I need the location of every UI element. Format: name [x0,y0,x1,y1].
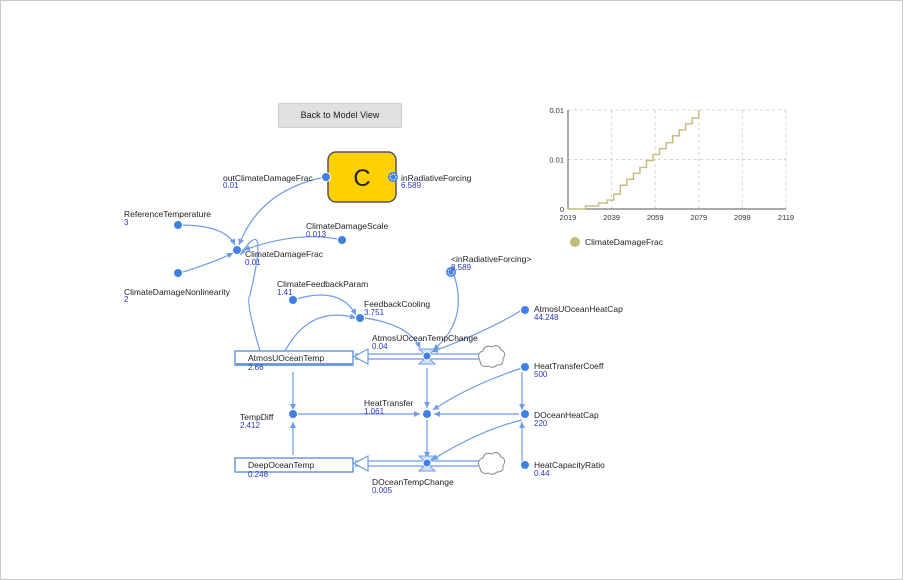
svg-text:HeatTransfer: HeatTransfer [364,398,413,408]
svg-text:1.061: 1.061 [364,407,385,416]
node-heat-transfer-coeff[interactable]: HeatTransferCoeff 500 [520,361,605,379]
svg-text:ClimateDamageNonlinearity: ClimateDamageNonlinearity [124,287,231,297]
svg-text:<inRadiativeForcing>: <inRadiativeForcing> [451,254,531,264]
svg-text:220: 220 [534,419,548,428]
legend-label: ClimateDamageFrac [585,237,664,247]
x-tick-label: 2119 [778,213,794,222]
svg-text:0.04: 0.04 [372,342,388,351]
svg-text:outClimateDamageFrac: outClimateDamageFrac [223,173,314,183]
back-to-model-view-button[interactable]: Back to Model View [278,103,402,128]
svg-text:2: 2 [124,295,129,304]
svg-text:DOceanHeatCap: DOceanHeatCap [534,410,599,420]
node-temp-diff[interactable]: TempDiff 2.412 [240,409,298,431]
svg-text:AtmosUOceanHeatCap: AtmosUOceanHeatCap [534,304,623,314]
svg-text:1.41: 1.41 [277,288,293,297]
node-feedback-cooling[interactable]: FeedbackCooling 3.751 [355,299,431,323]
node-heat-capacity-ratio[interactable]: HeatCapacityRatio 0.44 [520,460,606,478]
node-ghost-radiative-forcing[interactable]: <inRadiativeForcing> 8.589 [446,254,531,277]
stock-deep-ocean-temp[interactable]: DeepOceanTemp 0.248 [234,457,354,479]
y-tick-label: 0 [560,205,564,214]
svg-text:0.01: 0.01 [245,258,261,267]
svg-text:inRadiativeForcing: inRadiativeForcing [401,173,472,183]
node-out-climate-damage-frac[interactable]: outClimateDamageFrac 0.01 [223,172,331,191]
svg-text:3: 3 [124,218,129,227]
node-climate-damage-frac[interactable]: ClimateDamageFrac 0.01 [232,245,324,268]
svg-text:ClimateFeedbackParam: ClimateFeedbackParam [277,279,368,289]
node-in-radiative-forcing[interactable]: inRadiativeForcing 6.589 [388,172,472,190]
node-heat-transfer[interactable]: HeatTransfer 1.061 [364,398,432,419]
node-climate-damage-scale[interactable]: ClimateDamageScale 0.013 [306,221,388,245]
module-letter: C [353,165,370,192]
svg-text:HeatCapacityRatio: HeatCapacityRatio [534,460,605,470]
x-tick-label: 2099 [734,213,751,222]
svg-text:8.589: 8.589 [451,263,472,272]
flow-atmos-temp-change [352,347,482,366]
cloud-icon [478,345,506,368]
x-tick-label: 2019 [560,213,577,222]
node-docean-temp-change[interactable]: DOceanTempChange 0.005 [372,458,454,495]
svg-text:DOceanTempChange: DOceanTempChange [372,477,454,487]
svg-text:FeedbackCooling: FeedbackCooling [364,299,430,309]
node-atmos-uocean-heat-cap[interactable]: AtmosUOceanHeatCap 44.248 [520,304,624,322]
svg-text:0.01: 0.01 [223,181,239,190]
svg-text:DeepOceanTemp: DeepOceanTemp [248,460,314,470]
svg-text:3.751: 3.751 [364,308,385,317]
svg-text:0.44: 0.44 [534,469,550,478]
svg-text:0.005: 0.005 [372,486,393,495]
stock-atmos-uocean-temp[interactable]: AtmosUOceanTemp 2.66 [234,350,354,372]
svg-text:2.66: 2.66 [248,363,264,372]
svg-text:ReferenceTemperature: ReferenceTemperature [124,209,211,219]
svg-text:TempDiff: TempDiff [240,412,274,422]
svg-text:0.248: 0.248 [248,470,269,479]
y-tick-label: 0.01 [549,106,564,115]
x-tick-label: 2059 [647,213,664,222]
svg-text:2.412: 2.412 [240,421,261,430]
legend-swatch [570,237,580,247]
cloud-icon [478,452,506,475]
svg-text:44.248: 44.248 [534,313,559,322]
svg-text:6.589: 6.589 [401,181,422,190]
connector-links [179,176,525,462]
climate-damage-chart: 2019 2039 2059 2079 2099 2119 0.01 0.01 0Climate… [549,106,794,247]
x-tick-label: 2039 [603,213,620,222]
svg-text:ClimateDamageScale: ClimateDamageScale [306,221,388,231]
svg-text:AtmosUOceanTemp: AtmosUOceanTemp [248,353,324,363]
svg-text:ClimateDamageFrac: ClimateDamageFrac [245,249,324,259]
svg-text:HeatTransferCoeff: HeatTransferCoeff [534,361,604,371]
svg-text:AtmosUOceanTempChange: AtmosUOceanTempChange [372,333,478,343]
svg-text:0.013: 0.013 [306,230,327,239]
node-reference-temperature[interactable]: ReferenceTemperature 3 [124,209,211,230]
node-atmos-uocean-temp-change[interactable]: AtmosUOceanTempChange 0.04 [372,333,478,361]
svg-text:500: 500 [534,370,548,379]
node-climate-damage-nonlinearity[interactable]: ClimateDamageNonlinearity 2 [124,268,231,305]
node-docean-heat-cap[interactable]: DOceanHeatCap 220 [520,409,600,429]
series-line [568,110,700,210]
x-tick-label: 2079 [690,213,707,222]
y-tick-label: 0.01 [549,156,564,165]
node-climate-feedback-param[interactable]: ClimateFeedbackParam 1.41 [277,279,368,305]
flow-docean-temp-change [352,454,482,473]
